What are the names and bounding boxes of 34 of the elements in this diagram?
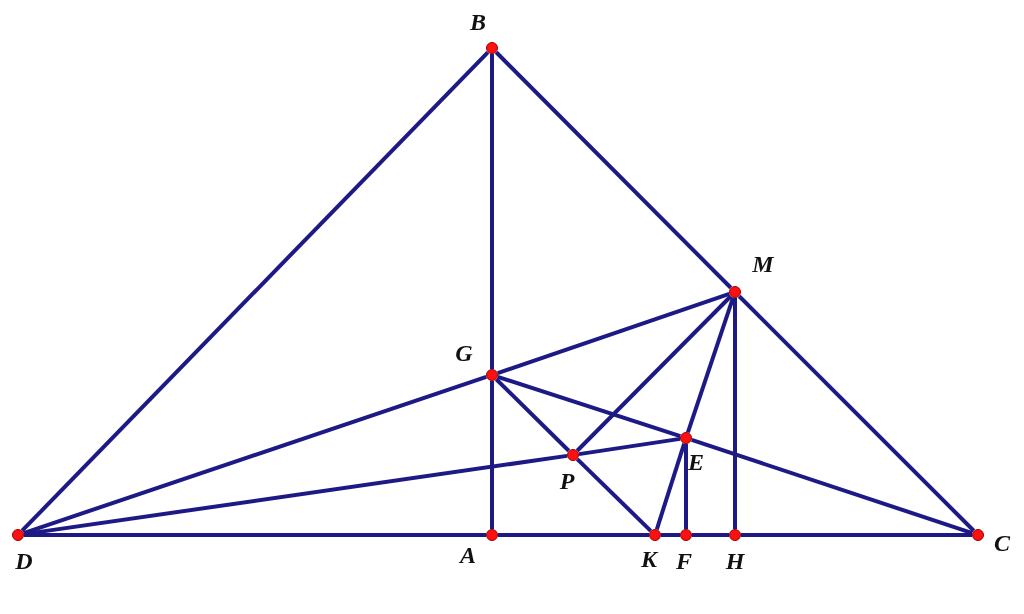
line-segment xyxy=(692,533,729,537)
line-segment xyxy=(741,533,972,537)
line-segment xyxy=(498,533,649,537)
line-segment xyxy=(490,54,494,369)
point-label: F xyxy=(675,549,693,573)
point-label: G xyxy=(454,341,474,365)
line-segment xyxy=(497,374,681,439)
line-segment xyxy=(23,375,487,535)
line-segment xyxy=(691,438,973,535)
point-label: A xyxy=(458,543,477,567)
line-segment xyxy=(494,50,733,290)
line-segment xyxy=(654,443,687,530)
point-label: D xyxy=(14,549,34,573)
line-segment xyxy=(737,294,976,533)
point-label: M xyxy=(752,252,774,276)
line-segment xyxy=(575,294,733,453)
point-label: H xyxy=(724,549,746,573)
point-label: C xyxy=(993,531,1011,555)
point-label: P xyxy=(558,469,576,493)
line-segment xyxy=(733,298,737,529)
line-segment xyxy=(24,533,486,537)
line-segment xyxy=(684,444,688,529)
line-segment xyxy=(661,533,680,537)
line-segment xyxy=(20,50,490,533)
line-segment xyxy=(686,297,735,433)
line-segment xyxy=(497,292,730,375)
point-label: K xyxy=(640,547,660,571)
line-segment xyxy=(490,381,494,529)
line-segment xyxy=(494,377,571,453)
line-segment xyxy=(23,453,568,537)
line-segment xyxy=(575,457,653,533)
line-segment xyxy=(578,436,681,457)
point-label: B xyxy=(469,10,487,34)
point-label: E xyxy=(687,450,705,474)
